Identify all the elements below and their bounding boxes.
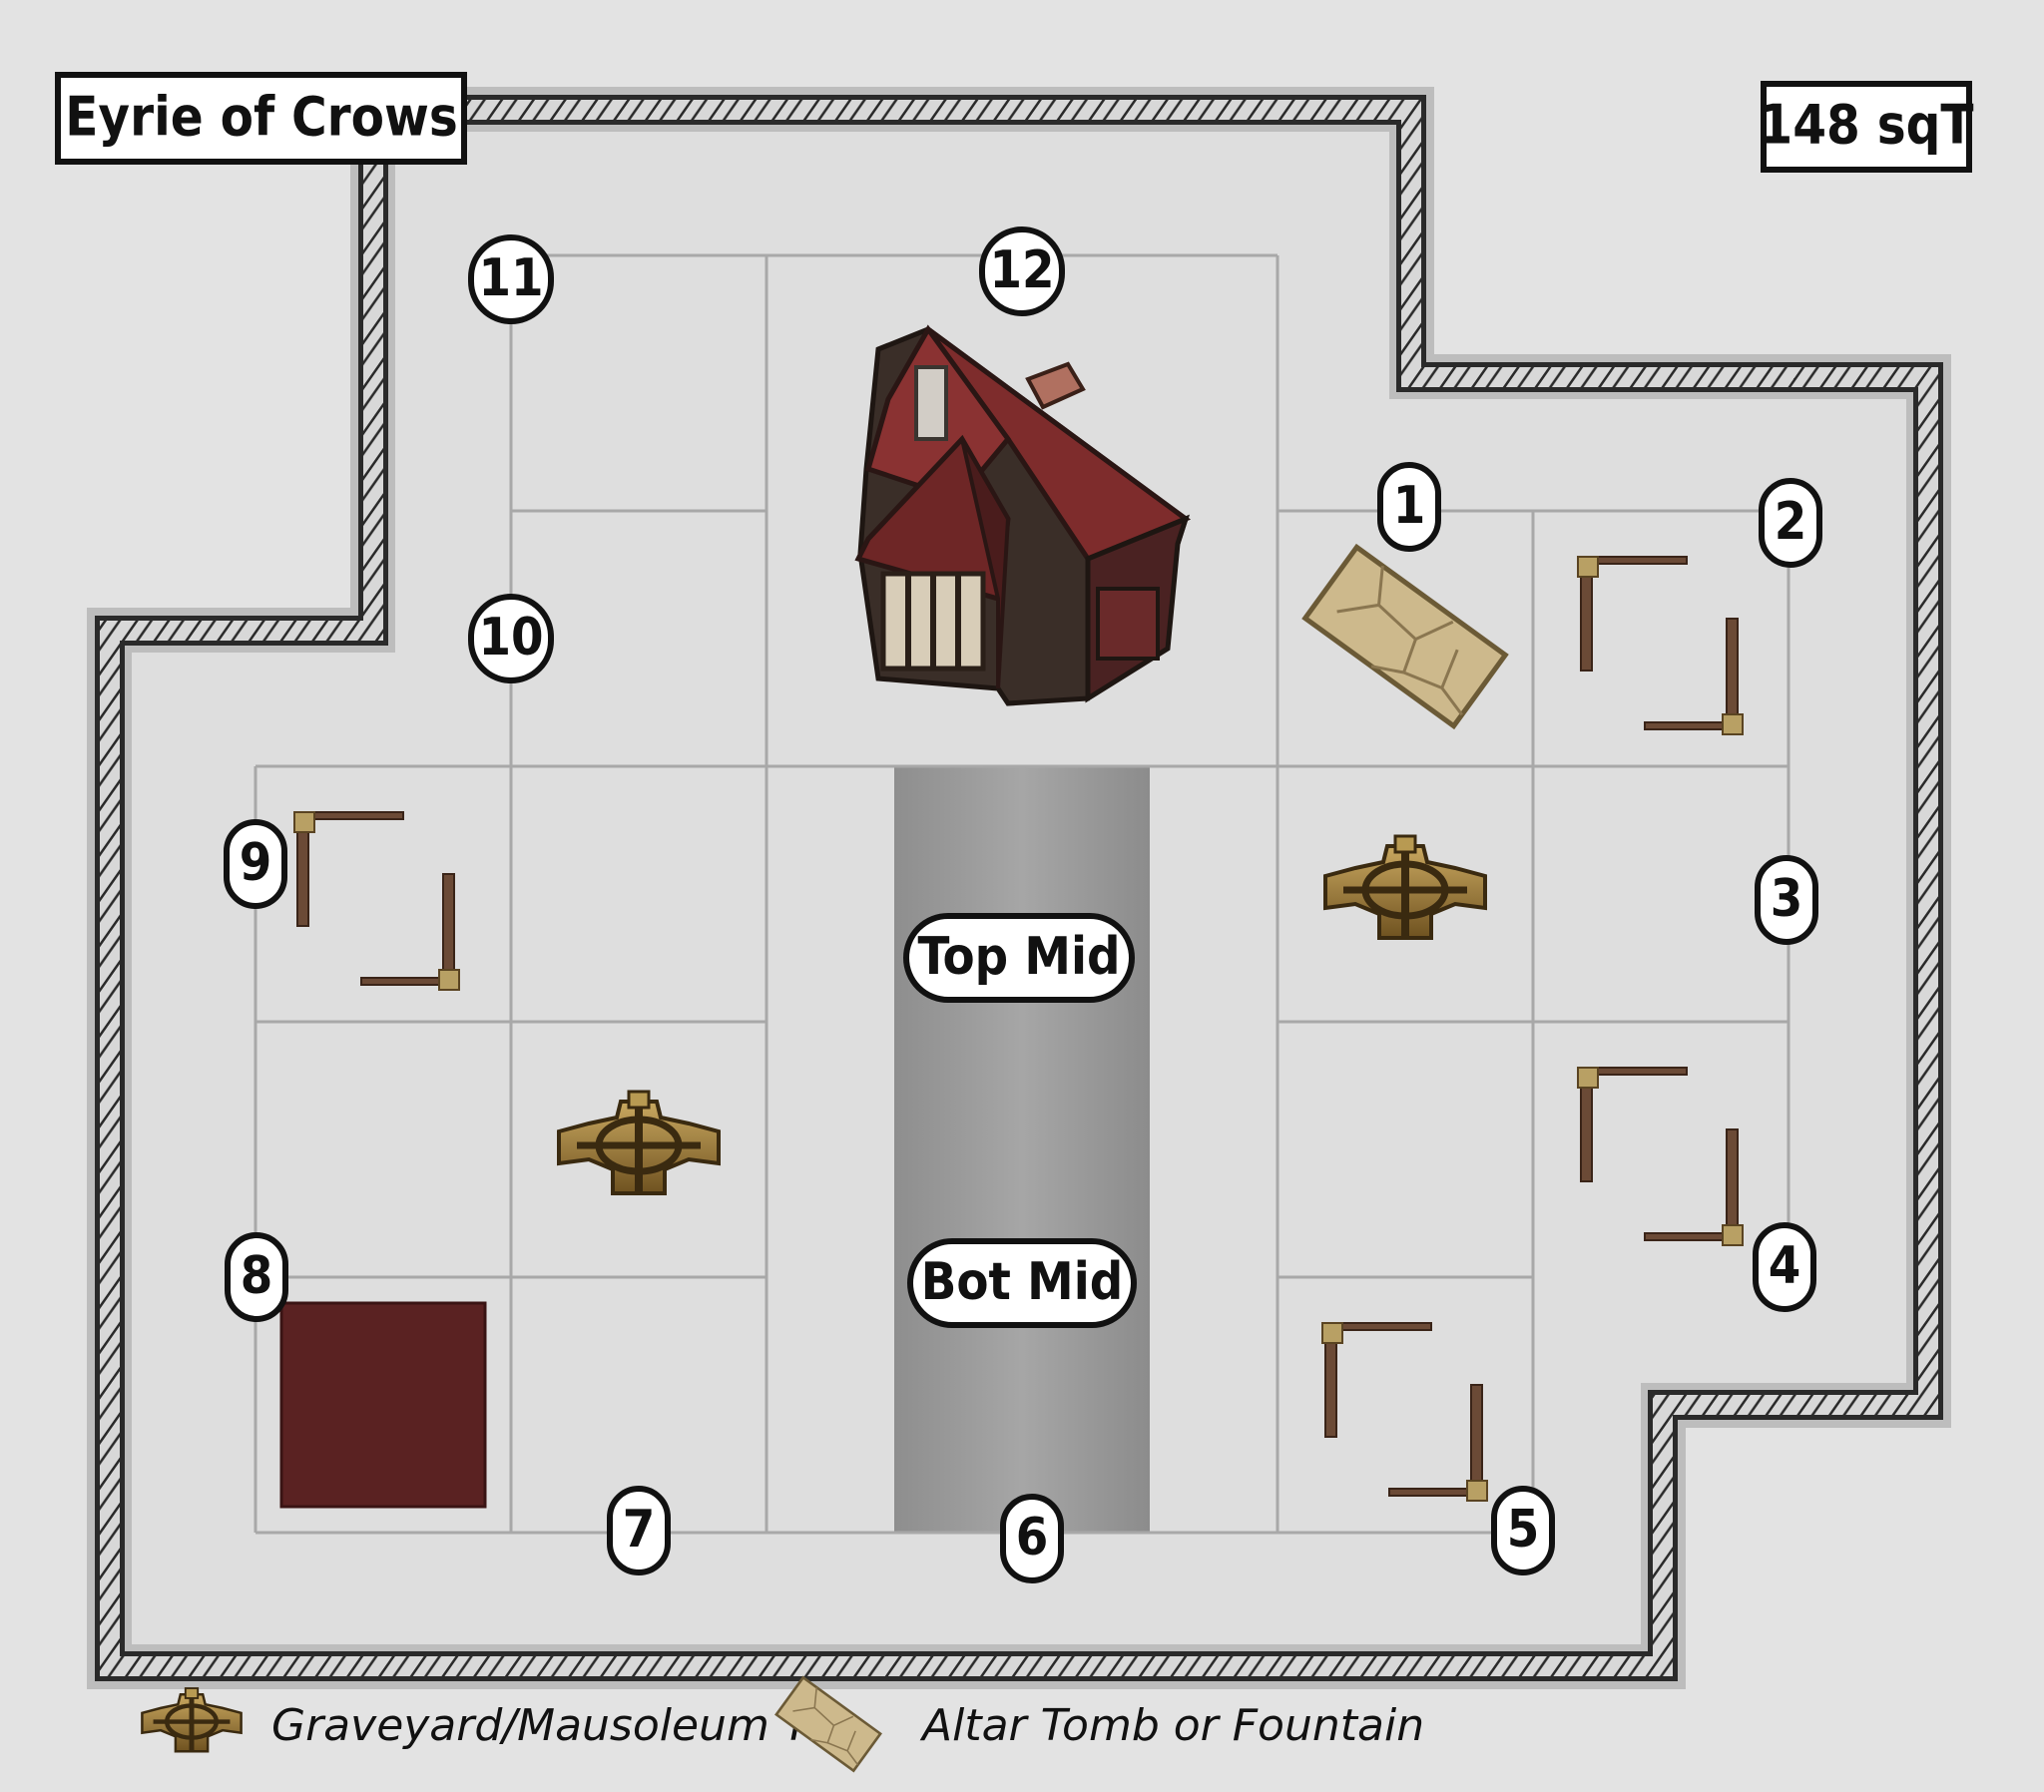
red-rug-icon [279,1301,487,1509]
zone-marker-11: 11 [468,234,554,324]
lane-label-top: Top Mid [903,913,1135,1003]
zone-marker-7: 7 [607,1486,671,1575]
zone-marker-label: 12 [989,240,1054,300]
house-icon [854,324,1192,706]
zone-marker-label: 4 [1769,1236,1801,1296]
zone-marker-10: 10 [468,594,554,683]
zone-marker-label: 6 [1016,1508,1049,1568]
map-area: 148 sqT [1759,94,1973,157]
zone-marker-1: 1 [1377,462,1441,552]
legend: Graveyard/Mausoleum Tile Altar Tomb or F… [142,1676,1424,1772]
lane-label-top-text: Top Mid [918,927,1121,987]
zone-marker-label: 5 [1507,1500,1540,1560]
zone-marker-5: 5 [1491,1486,1555,1575]
legend-altar-icon [774,1676,882,1772]
zone-marker-8: 8 [225,1232,288,1322]
zone-marker-4: 4 [1753,1222,1816,1312]
zone-marker-6: 6 [1000,1494,1064,1583]
map-title-box: Eyrie of Crows [55,72,467,165]
zone-marker-label: 10 [478,608,543,668]
map-title: Eyrie of Crows [65,86,458,149]
zone-marker-2: 2 [1759,478,1822,568]
lane-label-bottom-text: Bot Mid [921,1252,1124,1312]
zone-marker-label: 2 [1775,492,1807,552]
zone-marker-label: 8 [241,1246,273,1306]
zone-marker-9: 9 [224,819,287,909]
zone-marker-label: 9 [240,833,272,893]
zone-marker-label: 3 [1771,869,1803,929]
zone-marker-3: 3 [1755,855,1818,945]
center-lane [894,766,1150,1533]
legend-graveyard-icon [142,1688,241,1751]
legend-altar-label: Altar Tomb or Fountain [919,1700,1424,1751]
zone-marker-label: 7 [623,1500,656,1560]
lane-label-bottom: Bot Mid [907,1238,1137,1328]
tile-grid [254,253,1790,1535]
zone-marker-label: 1 [1393,476,1426,536]
legend-graveyard-label: Graveyard/Mausoleum Tile [271,1700,861,1751]
zone-marker-12: 12 [979,226,1065,316]
zone-marker-label: 11 [478,248,543,308]
map-area-box: 148 sqT [1759,81,1974,173]
